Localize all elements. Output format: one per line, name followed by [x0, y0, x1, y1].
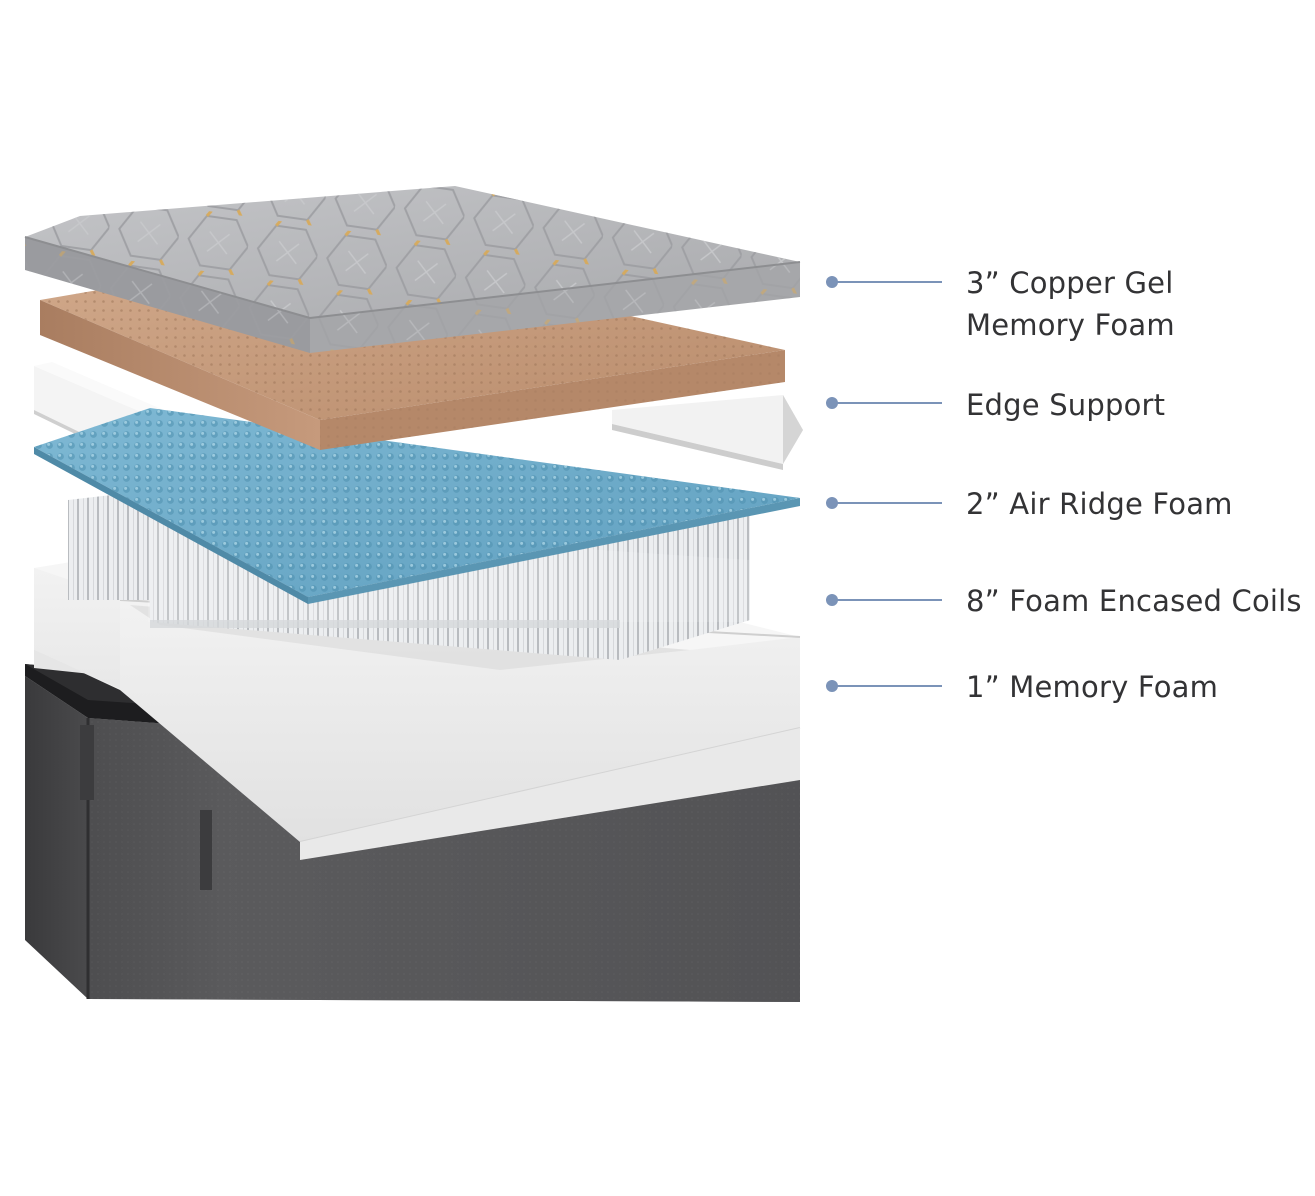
callout-dot [826, 594, 838, 606]
callout-label-air-ridge: 2” Air Ridge Foam [966, 487, 1233, 521]
callout-line [836, 502, 942, 504]
callout-dot [826, 680, 838, 692]
callout-label-edge-support: Edge Support [966, 388, 1166, 422]
callout-label-copper-gel: 3” Copper Gel Memory Foam [966, 266, 1175, 342]
callout-line [836, 599, 942, 601]
callout-label-coils: 8” Foam Encased Coils [966, 584, 1302, 618]
callout-dot [826, 497, 838, 509]
callout-line [836, 281, 942, 283]
callout-dot [826, 276, 838, 288]
layer-copper-gel-foam [24, 186, 801, 353]
callout-dot [826, 397, 838, 409]
callout-line [836, 402, 942, 404]
layer-edge-support-right [612, 395, 803, 470]
callout-label-memory-foam: 1” Memory Foam [966, 670, 1219, 704]
layer-air-ridge-foam [34, 408, 800, 604]
callout-line [836, 685, 942, 687]
